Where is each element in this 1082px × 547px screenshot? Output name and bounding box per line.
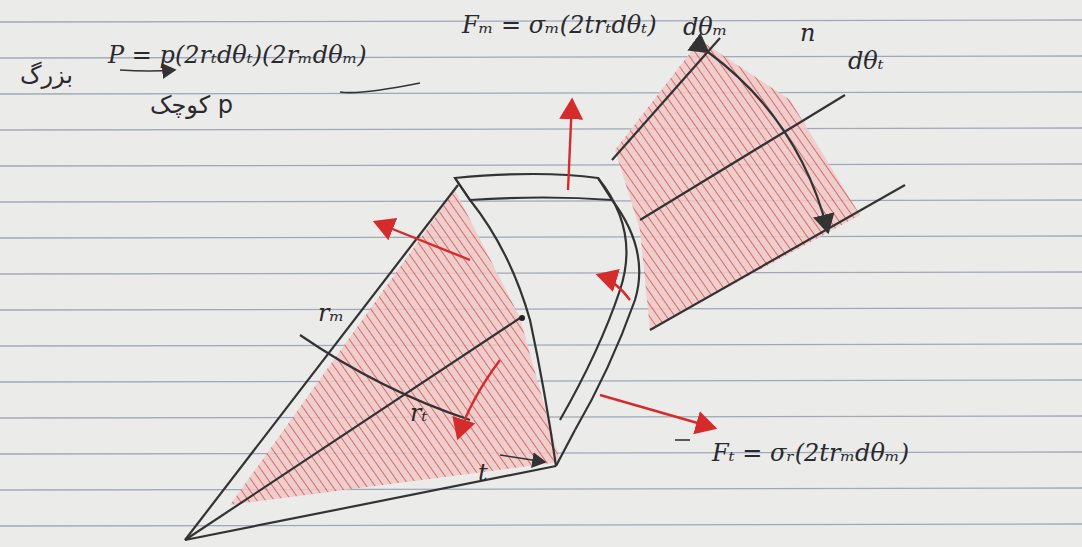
radius-label: rₘ xyxy=(318,300,344,328)
persian-note: p کوچک xyxy=(150,92,233,120)
angle-label: dθₘ xyxy=(683,14,728,42)
force-formula: Fₘ = σₘ(2trₜdθₜ) xyxy=(462,12,657,40)
angle-label: dθₜ xyxy=(848,48,884,76)
force-formula: Fₜ = σᵣ(2trₘdθₘ) xyxy=(712,440,909,468)
pressure-formula: P = p(2rₜdθₜ)(2rₘdθₘ) xyxy=(108,42,367,70)
thickness-label: t xyxy=(478,460,488,488)
radius-label: rₜ xyxy=(410,400,427,428)
normal-label: n xyxy=(800,20,815,48)
persian-note: بزرگ xyxy=(20,62,73,90)
